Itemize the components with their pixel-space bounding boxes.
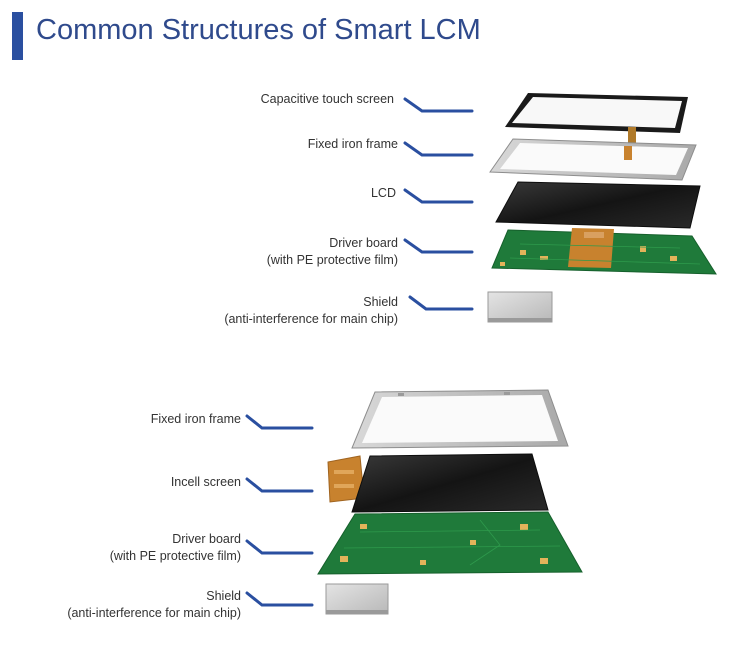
leader-line-a-lcd — [403, 188, 474, 204]
shield-b — [325, 583, 389, 615]
label-b-driver-board: Driver board (with PE protective film) — [110, 531, 241, 565]
leader-line-b-shield — [245, 591, 314, 607]
leader-lines-a — [403, 97, 474, 311]
page-title: Common Structures of Smart LCM — [36, 14, 481, 46]
label-b-incell-screen-text: Incell screen — [170, 475, 241, 489]
title-accent-bar — [12, 12, 23, 60]
lcd-a — [495, 181, 701, 229]
touch-screen-a — [505, 93, 688, 145]
label-b-shield: Shield (anti-interference for main chip) — [67, 588, 241, 622]
leader-line-a-shield — [408, 295, 474, 311]
label-a-iron-frame: Fixed iron frame — [308, 136, 398, 153]
driver-board-b — [317, 511, 583, 575]
incell-screen-b — [327, 453, 549, 513]
label-a-lcd-text: LCD — [370, 186, 396, 200]
label-a-driver-board-text: Driver board — [329, 236, 398, 250]
leader-lines-b — [245, 414, 314, 607]
label-a-touch-screen: Capacitive touch screen — [261, 91, 394, 108]
label-a-shield-text: Shield — [363, 295, 398, 309]
label-a-touch-screen-text: Capacitive touch screen — [260, 92, 394, 106]
label-b-shield-text: Shield — [206, 589, 241, 603]
label-b-driver-board-text: Driver board — [172, 532, 241, 546]
leader-line-b-iron-frame — [245, 414, 314, 430]
label-a-shield-sub: (anti-interference for main chip) — [224, 312, 398, 326]
leader-line-a-driver-board — [403, 238, 474, 254]
label-b-driver-board-sub: (with PE protective film) — [109, 549, 241, 563]
label-a-iron-frame-text: Fixed iron frame — [307, 137, 398, 151]
shield-a — [487, 291, 553, 323]
label-b-incell-screen: Incell screen — [171, 474, 241, 491]
label-a-driver-board: Driver board (with PE protective film) — [267, 235, 398, 269]
label-a-driver-board-sub: (with PE protective film) — [266, 253, 398, 267]
label-a-lcd: LCD — [371, 185, 396, 202]
leader-line-b-driver-board — [245, 539, 314, 555]
iron-frame-b — [351, 389, 569, 449]
label-b-iron-frame-text: Fixed iron frame — [150, 412, 241, 426]
label-b-shield-sub: (anti-interference for main chip) — [67, 606, 241, 620]
leader-line-b-incell-screen — [245, 477, 314, 493]
leader-line-a-touch-screen — [403, 97, 474, 113]
leader-line-a-iron-frame — [403, 141, 474, 157]
label-b-iron-frame: Fixed iron frame — [151, 411, 241, 428]
driver-board-a — [491, 228, 717, 275]
iron-frame-a — [489, 138, 697, 181]
label-a-shield: Shield (anti-interference for main chip) — [224, 294, 398, 328]
